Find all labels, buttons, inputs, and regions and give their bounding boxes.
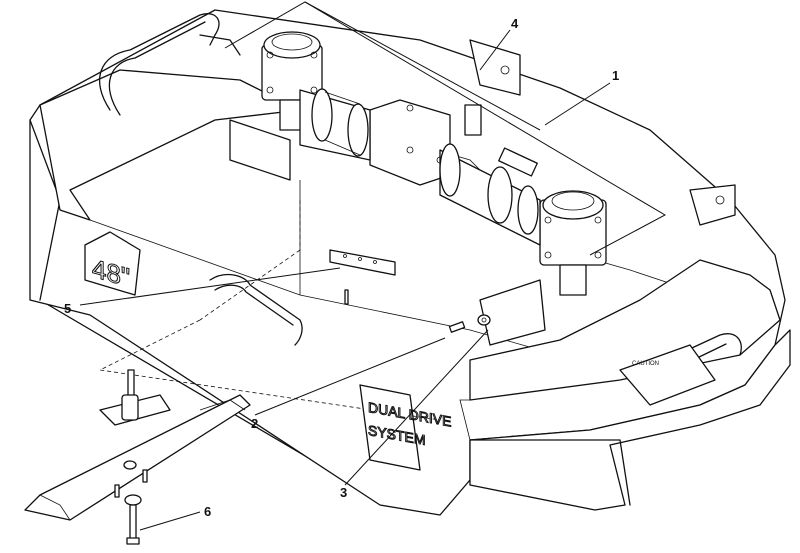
blade-assembly	[24, 369, 251, 545]
caution-decal: CAUTION	[619, 344, 716, 406]
deck-shell	[29, 9, 791, 516]
baffle-plate	[329, 249, 396, 305]
hidden-edges	[98, 200, 441, 421]
rear-gearbox	[261, 31, 323, 131]
callout-4: 4	[511, 16, 519, 31]
dual-drive-decal: DUAL DRIVE SYSTEM	[359, 384, 452, 471]
callout-6: 6	[204, 504, 211, 519]
callout-5: 5	[64, 301, 71, 316]
callout-labels: 1 2 3 4 5 6	[64, 16, 619, 519]
front-gearbox	[539, 190, 607, 296]
leader-lines	[79, 1, 667, 531]
bolt-washer	[448, 314, 491, 333]
driveshaft-rear	[299, 88, 371, 161]
center-gearbox	[369, 99, 482, 186]
caution-text: CAUTION	[632, 361, 659, 367]
callout-2: 2	[251, 416, 258, 431]
driveshaft-front	[439, 143, 541, 246]
front-left-handle	[209, 273, 303, 346]
rear-left-handle	[99, 13, 241, 116]
callout-3: 3	[340, 485, 347, 500]
brackets	[229, 39, 736, 346]
callout-1: 1	[612, 68, 619, 83]
